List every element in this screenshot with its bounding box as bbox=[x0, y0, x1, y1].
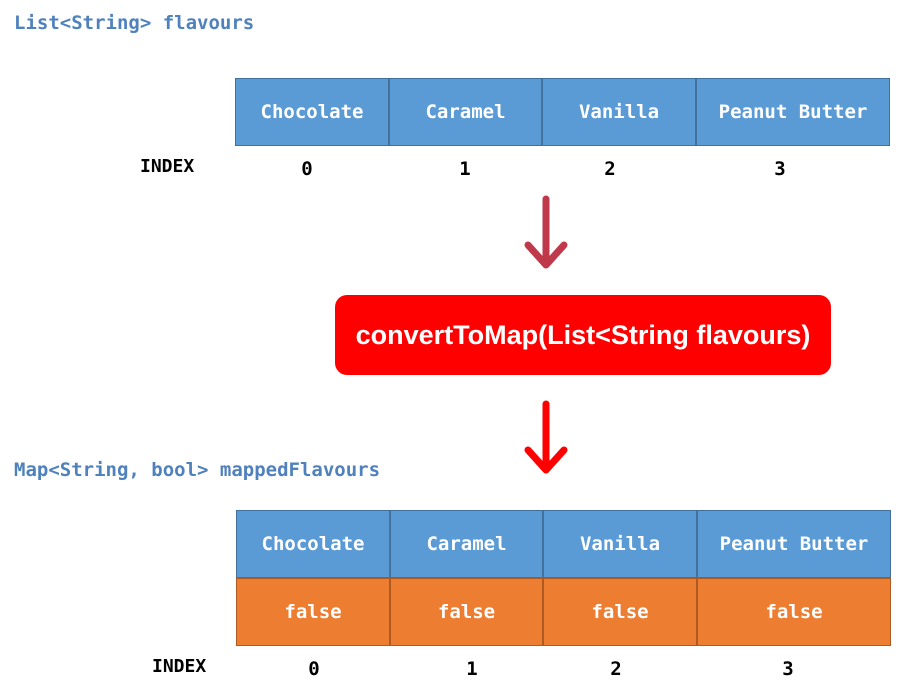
list-index: 3 bbox=[774, 158, 786, 180]
map-value-cell: false bbox=[390, 578, 543, 646]
map-value-cell: false bbox=[236, 578, 390, 646]
map-index: 2 bbox=[610, 658, 622, 680]
map-index: 3 bbox=[782, 658, 794, 680]
map-index: 0 bbox=[308, 658, 320, 680]
map-index: 1 bbox=[466, 658, 478, 680]
map-key-cell: Caramel bbox=[390, 510, 543, 578]
map-key-cell: Peanut Butter bbox=[697, 510, 891, 578]
map-value-cell: false bbox=[697, 578, 891, 646]
down-arrow-icon bbox=[524, 195, 568, 269]
down-arrow-icon bbox=[524, 400, 568, 474]
map-declaration: Map<String, bool> mappedFlavours bbox=[14, 459, 381, 481]
list-index-label: INDEX bbox=[140, 156, 195, 177]
map-value-cell: false bbox=[543, 578, 697, 646]
list-cells: Chocolate Caramel Vanilla Peanut Butter bbox=[235, 78, 890, 146]
list-index: 1 bbox=[459, 158, 471, 180]
list-item-cell: Peanut Butter bbox=[696, 78, 890, 146]
list-index: 2 bbox=[604, 158, 616, 180]
map-value-cells: false false false false bbox=[236, 578, 891, 646]
list-item-cell: Vanilla bbox=[542, 78, 696, 146]
map-key-cell: Chocolate bbox=[236, 510, 390, 578]
list-index: 0 bbox=[301, 158, 313, 180]
list-item-cell: Chocolate bbox=[235, 78, 389, 146]
map-key-cells: Chocolate Caramel Vanilla Peanut Butter bbox=[236, 510, 891, 578]
map-key-cell: Vanilla bbox=[543, 510, 697, 578]
function-box: convertToMap(List<String flavours) bbox=[335, 295, 831, 375]
list-declaration: List<String> flavours bbox=[14, 12, 255, 34]
map-index-label: INDEX bbox=[152, 656, 207, 677]
list-item-cell: Caramel bbox=[389, 78, 542, 146]
